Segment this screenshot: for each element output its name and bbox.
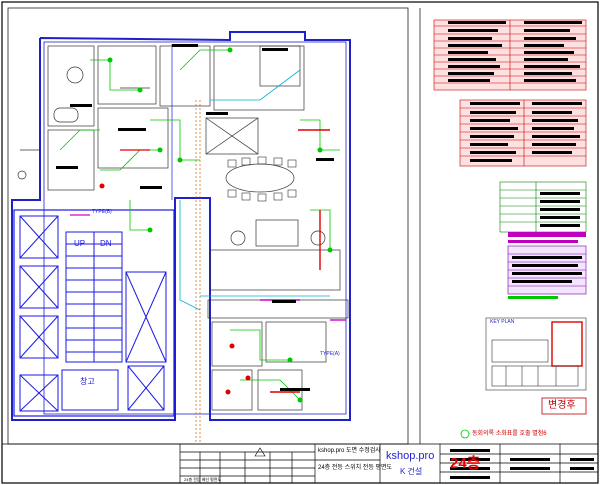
panel-schedule [499,181,587,233]
schedule-text-bar [540,200,580,203]
title-block-text-bar [570,467,594,470]
legend-text-bar [448,72,494,75]
legend-text-bar [524,65,580,68]
title-block-text-bar [570,458,594,461]
unit-type-b-label: TYPE(B) [92,209,112,215]
annotation-bar [140,186,162,189]
annotation-bar [280,388,310,391]
company-name: K 건설 [400,467,423,476]
schedule-text-bar [540,208,580,211]
annotation-bar [70,104,92,107]
legend-text-bar [532,135,580,138]
legend-text-bar [524,51,574,54]
legend-text-bar [524,44,564,47]
legend-text-bar [470,127,518,130]
legend-text-bar [532,111,572,114]
title-block-text-bar [450,467,490,470]
annotation-bar [172,44,198,47]
legend-text-bar [470,143,508,146]
legend-text-bar [470,111,516,114]
legend-text-bar [524,79,576,82]
annotation-bar [118,128,146,131]
magenta-bar-a [508,232,586,237]
building-walls [11,31,351,421]
legend-text-bar [470,151,516,154]
schedule-text-bar [512,272,582,275]
legend-text-bar [470,102,520,105]
legend-text-bar [448,21,506,24]
schedule-text-bar [540,192,580,195]
core-area [13,209,175,417]
schedule-text-bar [540,224,580,227]
sofa [255,219,299,247]
magenta-bar-b [508,240,578,243]
schedule-text-bar [512,256,582,259]
legend-text-bar [532,151,572,154]
legend-text-bar [470,135,514,138]
legend-text-bar [448,37,492,40]
annotation-bar [206,112,228,115]
dining-table [225,163,295,193]
dining-chairs [227,156,297,202]
legend-text-bar [532,119,578,122]
electrical-wiring [59,49,346,401]
title-block-text-bar [510,467,550,470]
legend-text-bar [448,29,498,32]
drawing-frame [7,7,409,445]
device-markers [99,47,333,403]
site-name: kshop.pro [386,450,435,462]
bottom-note: 동회의록 소화표를 호출 별첨6 [472,431,547,437]
key-plan-label: KEY PLAN [490,319,515,325]
legend-text-bar [532,127,574,130]
legend-text-bar [532,102,582,105]
revision-label: 변경후 [548,400,576,411]
title-block-text-bar [450,458,490,461]
annotation-bar [316,158,334,161]
doc-ref-a: kshop.pro 도면 수정검사 [318,448,381,454]
schedule-text-bar [540,216,580,219]
north-arrow-icon [254,447,266,457]
drawing-title: 24층 전등 배선 평면도 [184,477,222,482]
floor-number: 24층 [450,455,481,472]
legend-text-bar [524,58,568,61]
unit-type-a-label: TYPE(A) [320,351,340,357]
title-block-grid [2,443,598,483]
legend-text-bar [524,37,576,40]
title-block-text-bar [450,476,490,479]
title-block-text-bar [450,449,490,452]
legend-text-bar [448,65,500,68]
legend-text-bar [524,29,570,32]
green-bar [508,296,558,299]
exterior-wall [11,31,351,421]
schedule-text-bar [512,280,572,283]
annotation-bar [56,166,78,169]
note-marker [460,429,470,439]
legend-table-2 [459,99,587,167]
key-plan [485,317,587,391]
load-schedule [507,245,587,295]
inner-wall-line [43,41,347,415]
title-block-text-bar [510,458,550,461]
revision-box [541,397,587,415]
stair-up-label: UP [74,239,86,248]
doc-ref-b: 24층 전등 스위치 전등 평면도 [318,465,393,471]
legend-text-bar [524,21,582,24]
annotation-bar [272,300,296,303]
schedule-text-bar [512,264,578,267]
annotation-bar [262,48,288,51]
legend-text-bar [470,159,512,162]
stair-down-label: DN [100,239,112,248]
legend-text-bar [448,79,490,82]
legend-text-bar [448,58,496,61]
legend-text-bar [448,51,488,54]
storage-label: 창고 [80,377,95,386]
legend-text-bar [524,72,572,75]
legend-text-bar [470,119,510,122]
legend-text-bar [448,44,502,47]
legend-text-bar [532,143,576,146]
